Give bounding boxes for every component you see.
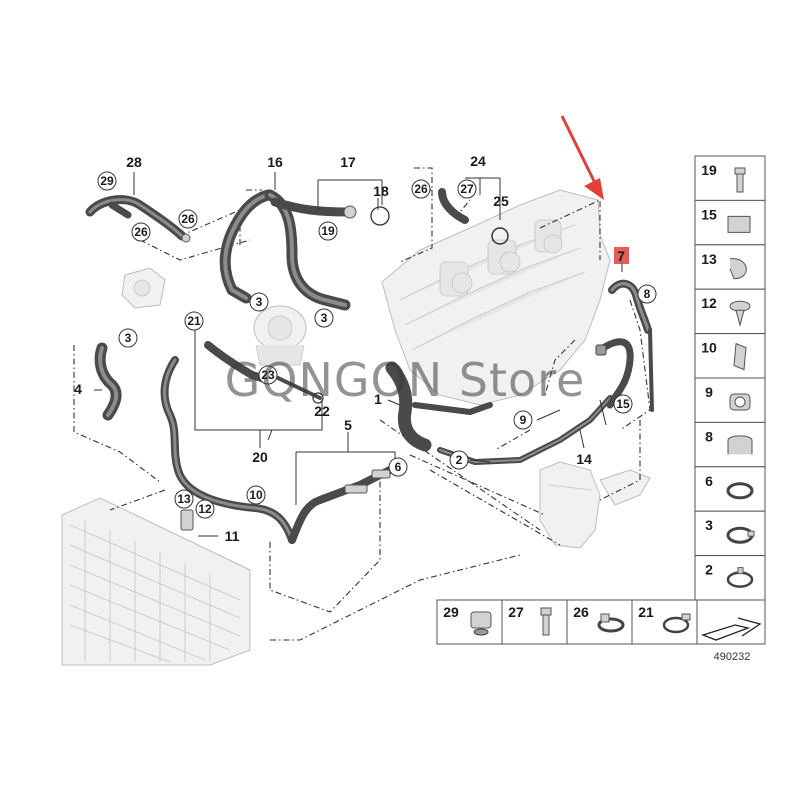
legend-label: 27: [508, 604, 524, 620]
callout-25: 25: [493, 193, 509, 209]
legend-item-19: 19: [694, 155, 766, 201]
legend-part-icon: [727, 435, 753, 455]
legend-label: 3: [705, 517, 713, 533]
callout-12: 12: [198, 502, 212, 516]
callout-4: 4: [74, 381, 82, 397]
callout-8: 8: [644, 287, 651, 301]
legend-item-29: 29: [436, 599, 503, 645]
callout-10: 10: [249, 488, 263, 502]
callout-16: 16: [267, 154, 283, 170]
legend-item-6: 6: [694, 466, 766, 512]
fittings: [180, 205, 607, 531]
legend-part-icon: [733, 342, 747, 371]
legend-item-21: 21: [631, 599, 698, 645]
diagram-number: 490232: [714, 651, 751, 663]
legend-part-icon: [734, 167, 746, 193]
callout-26-b: 26: [134, 225, 148, 239]
legend-bottom: 29 27 26 21: [436, 599, 766, 645]
legend-label: 2: [705, 562, 713, 578]
legend-label: 15: [701, 206, 717, 222]
callout-24: 24: [470, 153, 486, 169]
legend-item-12: 12: [694, 288, 766, 335]
callout-26-c: 26: [414, 182, 428, 196]
red-arrow: [560, 115, 604, 200]
callout-15: 15: [616, 397, 630, 411]
callout-9: 9: [520, 413, 527, 427]
callout-11: 11: [225, 528, 240, 544]
callout-22: 22: [314, 403, 330, 419]
legend-label: 12: [701, 295, 717, 311]
legend-right: 19 15 13 12 10 9 8 6 3 2: [694, 155, 766, 601]
legend-label: 26: [573, 604, 589, 620]
legend-item-15: 15: [694, 199, 766, 246]
callout-3-a: 3: [256, 295, 263, 309]
legend-item-8: 8: [694, 421, 766, 468]
legend-part-icon: [597, 613, 625, 633]
callout-28: 28: [126, 154, 142, 170]
callout-18: 18: [373, 183, 389, 199]
callout-13: 13: [177, 492, 191, 506]
legend-part-icon: [540, 607, 552, 636]
legend-label: 8: [705, 428, 713, 444]
legend-part-icon: [729, 258, 747, 280]
legend-item-27: 27: [501, 599, 568, 645]
callout-14: 14: [576, 451, 592, 467]
callout-7-highlight: [614, 247, 629, 264]
callout-6: 6: [395, 460, 402, 474]
callout-23: 23: [261, 368, 275, 382]
legend-item-9: 9: [694, 377, 766, 423]
thermostat-housing: [121, 267, 166, 309]
legend-label: 29: [443, 604, 459, 620]
callout-7: 7: [617, 248, 625, 264]
callouts: 28 29 26 26 16 17 18 19 26 24 27 25 3 3 …: [74, 153, 657, 544]
legend-item-10: 10: [694, 333, 766, 379]
legend-item-26: 26: [566, 599, 633, 645]
legend-label: 19: [701, 162, 717, 178]
hoses: [85, 188, 654, 544]
water-pump: [253, 305, 307, 366]
legend-part-icon: [470, 611, 492, 636]
legend-label: 6: [705, 473, 713, 489]
direction-arrow-icon: [701, 617, 762, 641]
engine-block: [381, 189, 611, 406]
callout-29: 29: [100, 174, 114, 188]
callout-3-b: 3: [321, 311, 328, 325]
radiator: [61, 497, 251, 666]
watermark: GQNGON Store: [225, 353, 586, 407]
legend-item-3: 3: [694, 510, 766, 557]
callout-1: 1: [374, 391, 382, 407]
callout-17: 17: [340, 154, 356, 170]
legend-label: 21: [638, 604, 654, 620]
legend-item-2: 2: [694, 555, 766, 601]
callout-27: 27: [460, 182, 474, 196]
callout-3-c: 3: [125, 331, 132, 345]
legend-part-icon: [726, 526, 755, 544]
callout-21: 21: [187, 314, 201, 328]
callout-19: 19: [321, 224, 335, 238]
legend-label: 10: [701, 340, 717, 356]
callout-2: 2: [456, 453, 463, 467]
legend-part-icon: [729, 300, 751, 328]
legend-part-icon: [726, 567, 754, 588]
legend-item-13: 13: [694, 244, 766, 290]
legend-part-icon: [726, 482, 754, 500]
legend-part-icon: [729, 393, 751, 411]
callout-20: 20: [252, 449, 268, 465]
legend-label: 9: [705, 384, 713, 400]
callout-26-a: 26: [181, 212, 195, 226]
legend-part-icon: [662, 613, 691, 634]
callout-5: 5: [344, 417, 352, 433]
legend-label: 13: [701, 251, 717, 267]
expansion-tank: [539, 461, 651, 549]
legend-part-icon: [727, 215, 751, 233]
